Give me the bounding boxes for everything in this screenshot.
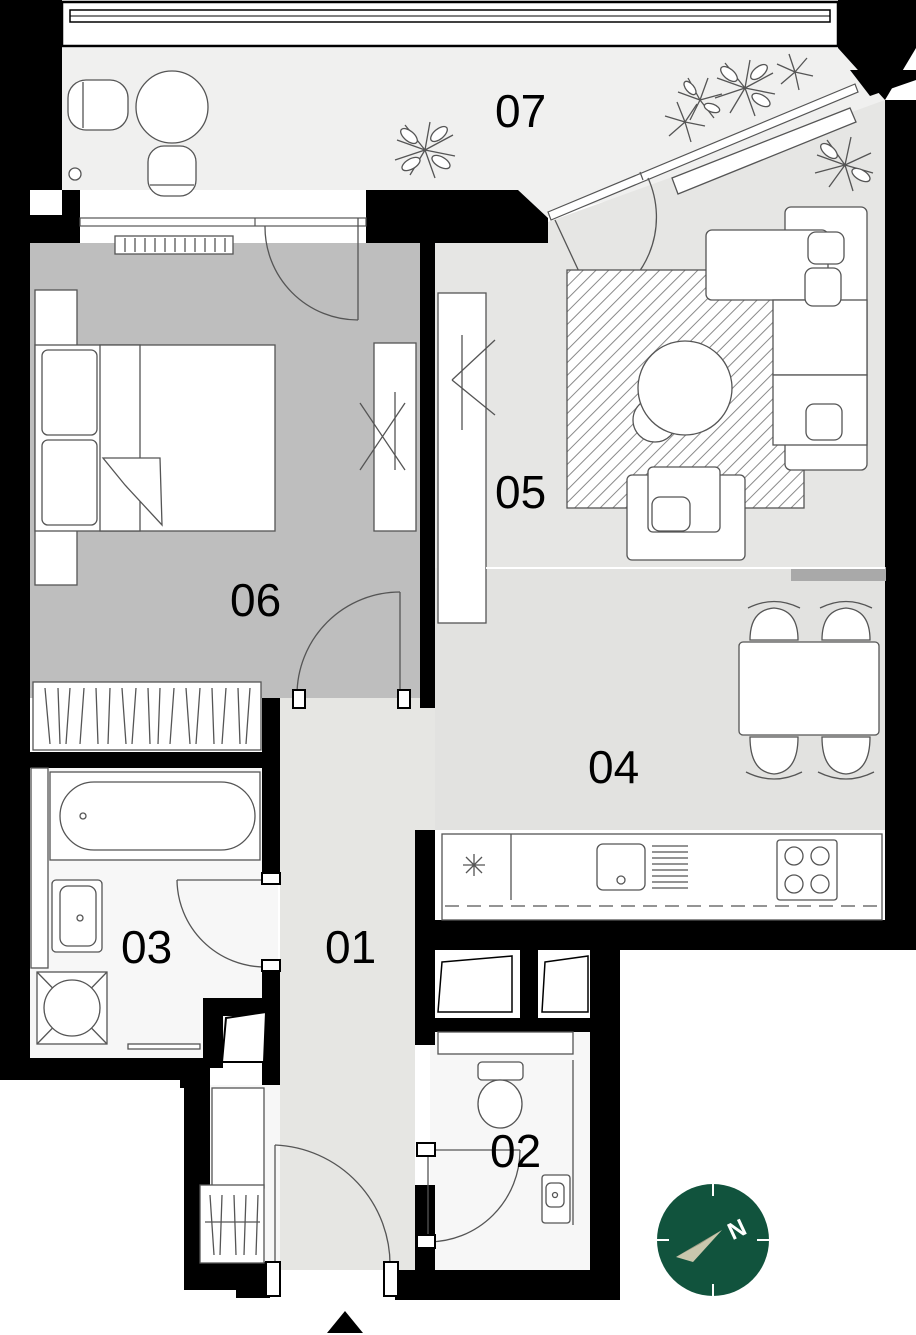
- compass-needle: [676, 1230, 722, 1262]
- terrace-beam: [60, 0, 840, 48]
- entrance-arrow-icon: [327, 1311, 363, 1333]
- plant-icon: [394, 121, 456, 179]
- plant-icon: [714, 59, 776, 117]
- room-label-01: 01: [325, 921, 376, 973]
- plant-icon: [677, 77, 723, 121]
- beam-marker: [791, 567, 886, 581]
- hall-furniture: [199, 1087, 399, 1333]
- plant-icon: [814, 136, 874, 192]
- room-label-04: 04: [588, 741, 639, 793]
- compass-disc: [657, 1184, 769, 1296]
- kitchen-furniture: [441, 600, 883, 921]
- hall-floor: [280, 698, 435, 1270]
- wc-furniture: [416, 1031, 574, 1249]
- terrace-furniture: [67, 53, 874, 255]
- room-label-02: 02: [490, 1125, 541, 1177]
- plant-icon: [664, 101, 706, 143]
- plant-icon: [776, 53, 814, 91]
- bathroom-furniture: [30, 767, 281, 1050]
- room-label-03: 03: [121, 921, 172, 973]
- room-labels: 07 05 06 04 03 01 02: [121, 85, 639, 1177]
- room-label-05: 05: [495, 466, 546, 518]
- windows: [79, 83, 859, 321]
- room-label-06: 06: [230, 574, 281, 626]
- living-furniture: [437, 206, 886, 624]
- walls: [0, 0, 916, 1300]
- room-label-07: 07: [495, 85, 546, 137]
- compass-icon: N: [657, 1184, 769, 1296]
- bedroom-furniture: [32, 289, 417, 751]
